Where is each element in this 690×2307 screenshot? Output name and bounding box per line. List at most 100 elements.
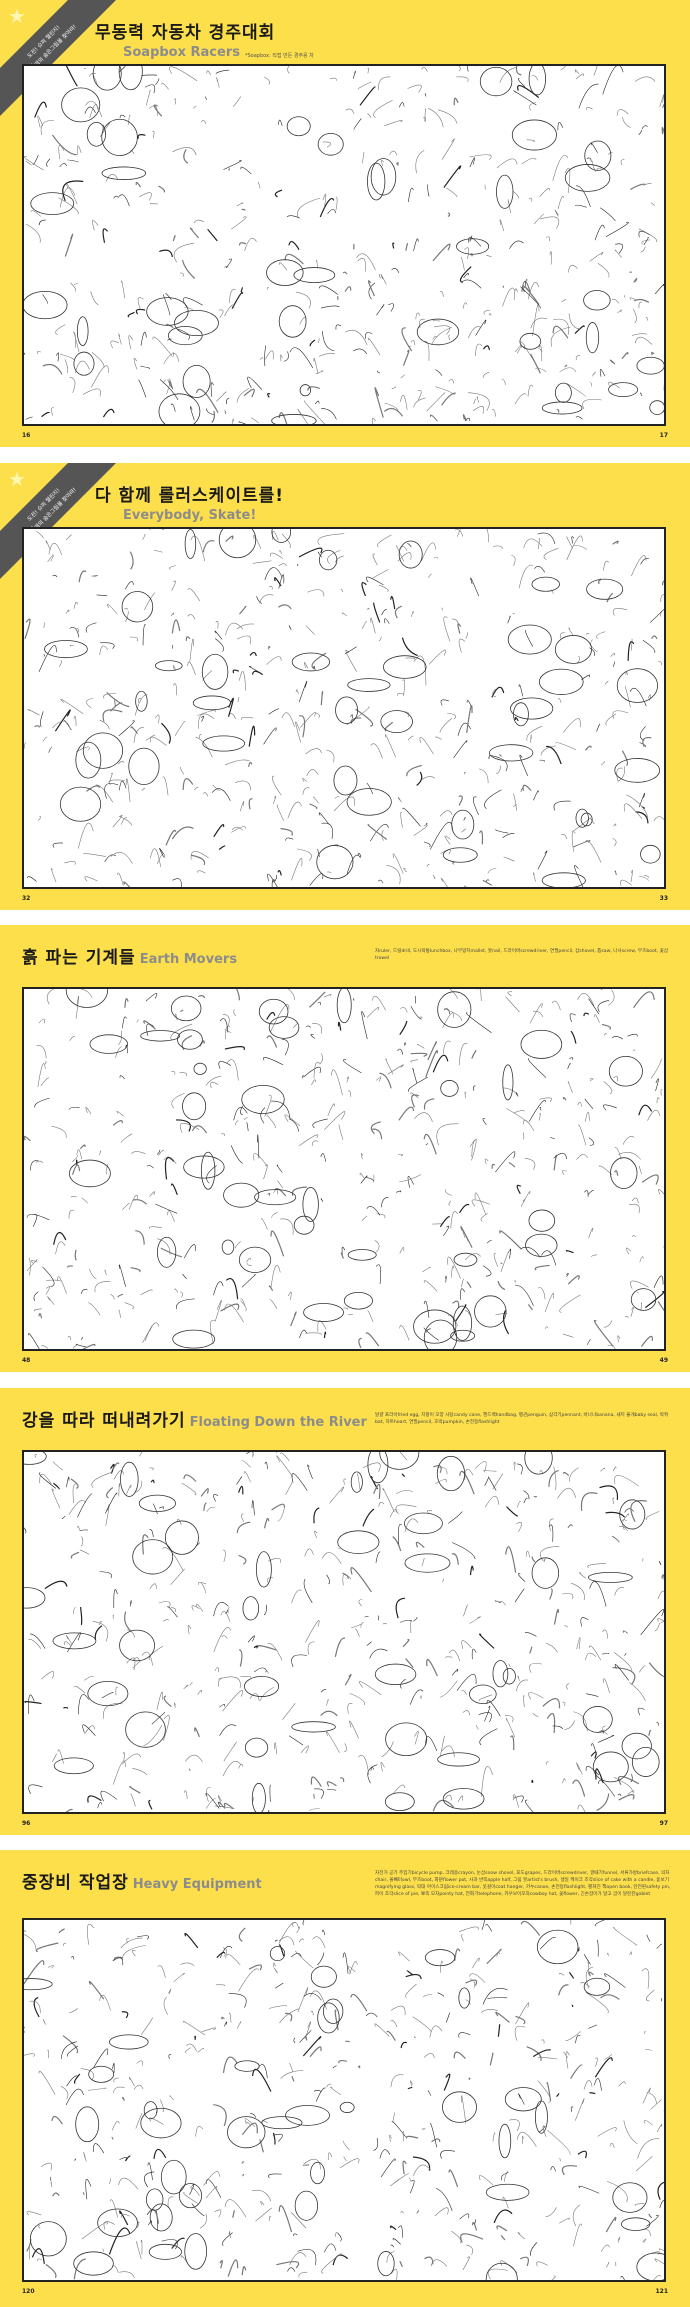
- sketch-shape: [554, 635, 592, 664]
- sketch-stroke: [649, 608, 664, 623]
- sketch-stroke: [541, 2039, 545, 2044]
- sketch-stroke: [366, 1641, 372, 1646]
- sketch-stroke: [466, 2244, 473, 2255]
- sketch-stroke: [222, 1549, 226, 1563]
- sketch-stroke: [450, 1265, 455, 1278]
- sketch-shape: [608, 1056, 643, 1087]
- sketch-stroke: [381, 829, 384, 841]
- sketch-stroke: [595, 1768, 604, 1784]
- sketch-stroke: [625, 671, 629, 676]
- sketch-shape: [160, 2159, 187, 2195]
- sketch-stroke: [81, 1288, 88, 1294]
- sketch-stroke: [119, 114, 126, 119]
- sketch-stroke: [500, 1262, 503, 1265]
- sketch-stroke: [285, 2012, 293, 2022]
- sketch-stroke: [638, 1104, 653, 1116]
- sketch-stroke: [503, 2170, 508, 2182]
- sketch-stroke: [549, 1518, 554, 1532]
- sketch-stroke: [357, 1473, 361, 1491]
- sketch-shape: [238, 1246, 272, 1273]
- sketch-shape: [68, 1159, 111, 1188]
- sketch-stroke: [491, 408, 496, 417]
- sketch-stroke: [99, 719, 110, 730]
- sketch-stroke: [122, 1202, 130, 1211]
- sketch-shape: [183, 1155, 225, 1179]
- sketch-stroke: [270, 1230, 285, 1257]
- sketch-shape: [92, 66, 122, 91]
- sketch-shape: [413, 1309, 457, 1344]
- sketch-stroke: [276, 1452, 277, 1454]
- sketch-stroke: [135, 2113, 143, 2129]
- sketch-stroke: [513, 288, 518, 300]
- sketch-stroke: [375, 1551, 381, 1563]
- sketch-stroke: [374, 2023, 390, 2037]
- sketch-stroke: [34, 725, 40, 728]
- sketch-stroke: [391, 2268, 398, 2280]
- sketch-stroke: [400, 394, 408, 410]
- sketch-stroke: [438, 1467, 448, 1475]
- page-everybody-skate: 도전! 슈퍼 챌린지!35개의 숨은그림을 찾아라! ★ 다 함께 롤러스케이트…: [0, 463, 690, 910]
- sketch-stroke: [481, 1920, 485, 1930]
- sketch-stroke: [432, 335, 437, 340]
- sketch-stroke: [452, 618, 459, 624]
- sketch-stroke: [495, 829, 509, 834]
- sketch-stroke: [197, 1689, 202, 1695]
- sketch-stroke: [448, 334, 451, 341]
- sketch-shape: [149, 2203, 173, 2232]
- sketch-stroke: [248, 798, 253, 810]
- sketch-stroke: [586, 157, 592, 162]
- sketch-stroke: [604, 2054, 613, 2060]
- sketch-stroke: [109, 772, 113, 783]
- sketch-stroke: [137, 134, 146, 139]
- sketch-stroke: [416, 2209, 419, 2214]
- sketch-stroke: [319, 197, 335, 218]
- sketch-stroke: [377, 370, 380, 374]
- sketch-stroke: [232, 2210, 235, 2218]
- sketch-stroke: [605, 2216, 617, 2233]
- sketch-stroke: [368, 282, 376, 300]
- sketch-stroke: [522, 784, 532, 792]
- sketch-stroke: [594, 2078, 602, 2091]
- sketch-stroke: [400, 2041, 408, 2049]
- page-floating-down-the-river: 강을 따라 떠내려가기 Floating Down the River 달걀 프…: [0, 1388, 690, 1835]
- sketch-stroke: [67, 1335, 72, 1341]
- sketch-stroke: [239, 605, 247, 615]
- sketch-stroke: [290, 1311, 297, 1327]
- sketch-stroke: [218, 1676, 241, 1689]
- sketch-stroke: [657, 2181, 664, 2200]
- sketch-stroke: [236, 202, 244, 207]
- sketch-shape: [317, 132, 344, 156]
- sketch-stroke: [309, 803, 318, 809]
- sketch-stroke: [597, 2127, 617, 2137]
- sketch-stroke: [561, 299, 566, 302]
- sketch-stroke: [171, 619, 181, 634]
- sketch-shape: [192, 695, 231, 711]
- sketch-stroke: [535, 367, 547, 373]
- sketch-stroke: [317, 848, 320, 857]
- sketch-stroke: [43, 653, 45, 657]
- sketch-stroke: [604, 1973, 626, 1988]
- sketch-stroke: [200, 1488, 209, 1497]
- sketch-stroke: [51, 2115, 63, 2125]
- sketch-stroke: [147, 2162, 153, 2181]
- sketch-stroke: [276, 2261, 300, 2269]
- sketch-stroke: [24, 618, 31, 639]
- sketch-stroke: [394, 605, 403, 619]
- sketch-stroke: [471, 2221, 478, 2231]
- sketch-stroke: [25, 223, 41, 243]
- sketch-stroke: [639, 1665, 646, 1673]
- sketch-stroke: [121, 2011, 129, 2019]
- sketch-stroke: [81, 1336, 83, 1341]
- sketch-stroke: [567, 1524, 573, 1529]
- sketch-stroke: [506, 1506, 519, 1517]
- sketch-stroke: [266, 1011, 276, 1020]
- sketch-shape: [616, 668, 658, 703]
- sketch-stroke: [47, 2049, 49, 2059]
- sketch-stroke: [291, 1589, 302, 1604]
- sketch-stroke: [70, 1196, 78, 1198]
- sketch-stroke: [529, 1003, 543, 1024]
- sketch-shape: [178, 2183, 203, 2209]
- sketch-stroke: [404, 1042, 407, 1046]
- sketch-stroke: [26, 1214, 50, 1221]
- sketch-stroke: [84, 106, 96, 114]
